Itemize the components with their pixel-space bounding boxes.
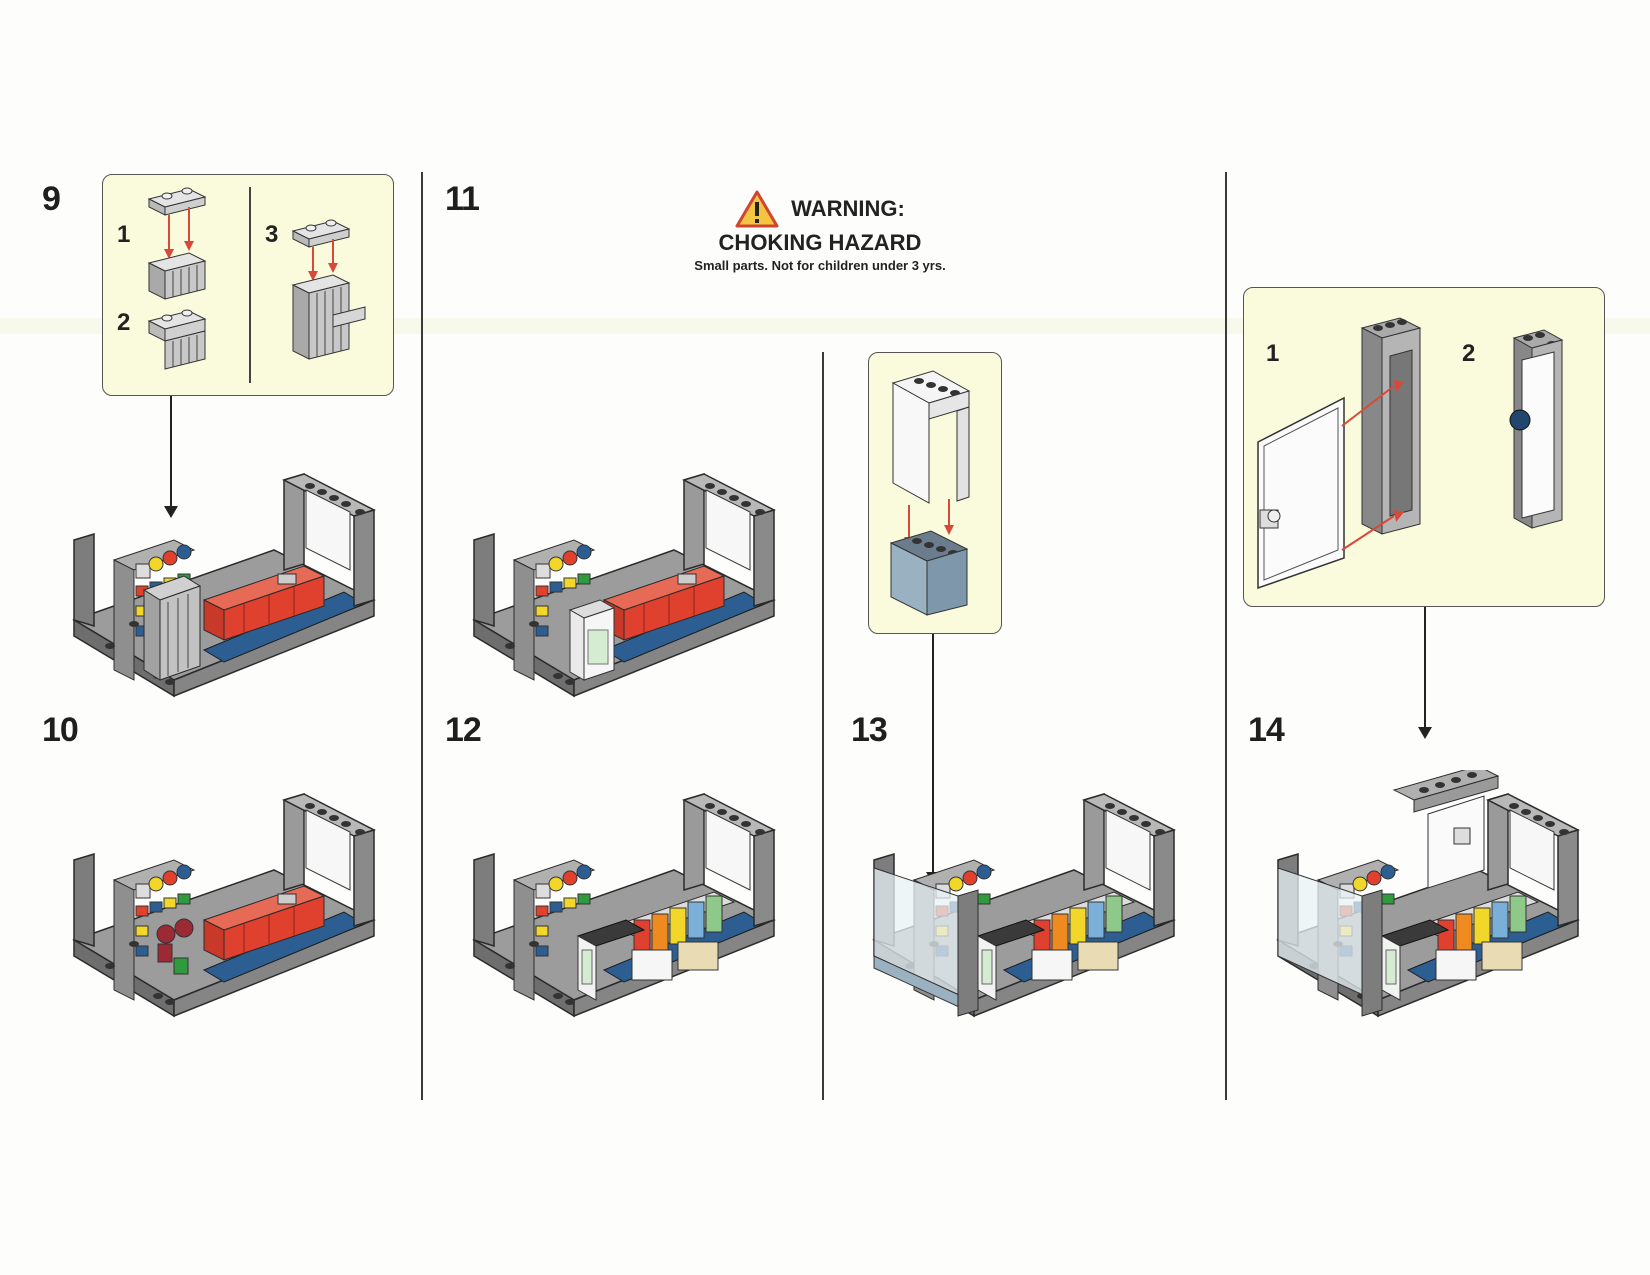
callout-pointer-arrowhead	[1418, 727, 1432, 739]
scan-tint-band	[0, 318, 1650, 334]
substep-number: 2	[117, 309, 131, 336]
step13-parts-illustration	[889, 370, 971, 616]
step-number-9: 9	[42, 180, 61, 218]
step14-model	[1277, 770, 1579, 1017]
warning-detail: Small parts. Not for children under 3 yr…	[694, 258, 946, 273]
step-number-12: 12	[445, 711, 482, 749]
plate-part	[147, 187, 207, 216]
callout-pointer-line	[170, 396, 172, 508]
brick-stack-part	[291, 274, 366, 360]
column-divider	[421, 172, 423, 1100]
step-number-10: 10	[42, 711, 79, 749]
column-divider	[1225, 172, 1227, 1100]
brick-combined-part	[147, 309, 207, 370]
brick-part	[147, 252, 207, 300]
step-number-11: 11	[445, 180, 480, 218]
callout-divider	[249, 187, 251, 383]
substep-number: 1	[117, 221, 131, 248]
step-number-13: 13	[851, 711, 888, 749]
step-number-14: 14	[1248, 711, 1285, 749]
step13-model	[873, 793, 1175, 1017]
substep-number: 1	[1266, 340, 1280, 367]
step11-model	[473, 473, 775, 697]
warning-title: WARNING:	[791, 196, 905, 221]
step9-model	[73, 473, 375, 697]
step12-model	[473, 793, 775, 1017]
substep-number: 3	[265, 221, 279, 248]
door-frame-part	[1360, 317, 1422, 535]
step10-model	[73, 793, 375, 1017]
step14-callout: 1 2	[1243, 287, 1605, 607]
warning-triangle-icon	[735, 190, 779, 228]
callout-pointer-line	[1424, 607, 1426, 729]
callout-pointer-arrowhead	[164, 506, 178, 518]
step9-callout: 1 2 3	[102, 174, 394, 396]
door-part	[1257, 396, 1345, 590]
plate-part	[291, 219, 351, 248]
substep-number: 2	[1462, 340, 1476, 367]
step13-callout	[868, 352, 1002, 634]
step9-parts-illustration	[147, 187, 366, 370]
callout-pointer-line	[932, 634, 934, 874]
choking-hazard-warning: WARNING: CHOKING HAZARD Small parts. Not…	[670, 190, 970, 273]
column-divider	[822, 352, 824, 1100]
warning-subtitle: CHOKING HAZARD	[718, 230, 922, 255]
assembled-door-part	[1509, 329, 1564, 529]
step14-parts-illustration	[1257, 317, 1564, 590]
